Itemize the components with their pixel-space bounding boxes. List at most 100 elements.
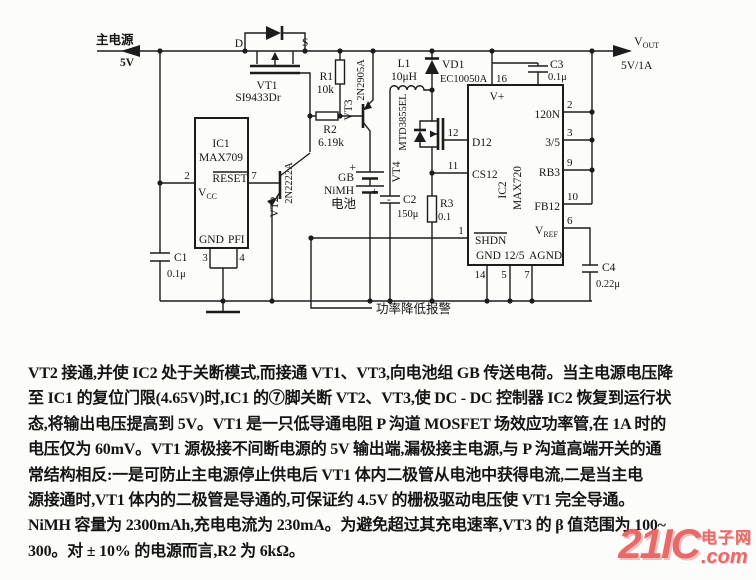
description-line: 电压仅为 60mV。VT1 源极接不间断电源的 5V 输出端,漏极接主电源,与 …: [28, 441, 662, 459]
capacitor-c3: [528, 65, 548, 73]
watermark-brand: 21IC: [618, 520, 701, 567]
input-arrow: [121, 45, 140, 57]
ic2-pin11: 11: [448, 160, 459, 172]
c2-value: 150μ: [397, 209, 419, 220]
ic1-pin-pfi: 4: [239, 252, 245, 264]
ic1-pin-gnd: 3: [202, 252, 208, 264]
ic2-sel-label: 12/5: [504, 250, 525, 262]
watermark-site: 电子网: [700, 530, 752, 547]
ic2-pin1: 1: [458, 225, 464, 237]
capacitor-c4: [582, 264, 598, 273]
ic2-120n-label: 120N: [534, 109, 560, 121]
battery-ref: GB: [338, 172, 354, 184]
ic1-part: MAX709: [199, 152, 243, 164]
c1-value: 0.1μ: [167, 269, 186, 280]
vt2-emitter-arrow: [267, 198, 275, 206]
ic1-pfi-label: PFI: [228, 234, 245, 246]
watermark-logo: 21IC 电子网 .com: [618, 520, 752, 568]
resistor-r2: [315, 111, 339, 121]
ic2-d12-label: D12: [472, 137, 492, 149]
ic1-vcc-label: VCC: [198, 187, 217, 201]
ic2-pin12: 12: [448, 127, 459, 139]
ic2-gnd-label: GND: [476, 250, 501, 262]
c4-ref: C4: [602, 262, 616, 274]
circuit-schematic: 主电源 5V VOUT 5V/1A D S VT1 SI9433Dr R1 10…: [96, 26, 659, 316]
ic1-pin7: 7: [251, 170, 257, 182]
description-line: 态,将输出电压提高到 5V。VT1 是一只低导通电阻 P 沟道 MOSFET 场…: [28, 415, 667, 433]
vt3-part: 2N2905A: [356, 59, 367, 101]
l1-ref: L1: [398, 58, 411, 70]
description-line: 常结构相反:一是可防止主电源停止供电后 VT1 体内二极管从电池中获得电流,二是…: [28, 466, 643, 484]
vt3-ref: VT3: [343, 99, 355, 120]
vd1-ref: VD1: [442, 59, 465, 71]
description-line: NiMH 容量为 2300mAh,充电电流为 230mA。为避免超过其充电速率,…: [28, 517, 666, 535]
ic2-agnd-label: AGND: [529, 250, 562, 262]
ic1-ref: IC1: [212, 138, 230, 150]
c3-ref: C3: [550, 59, 564, 71]
resistor-r1: [334, 59, 346, 85]
ic1-box: [194, 117, 249, 249]
c2-ref: C2: [403, 194, 417, 206]
ic2-rb3-label: RB3: [539, 167, 560, 179]
junction-dots: [157, 48, 595, 304]
ic2-pin7: 7: [524, 269, 530, 281]
ic2-vref-label: VREF: [535, 225, 559, 239]
ic2-35-label: 3/5: [545, 137, 560, 149]
description-line: 源接通时,VT1 体内的二极管是导通的,可保证约 4.5V 的栅极驱动电压使 V…: [28, 492, 635, 510]
ic2-box: [467, 84, 564, 266]
ic2-pin10: 10: [567, 191, 579, 203]
description-line: 至 IC1 的复位门限(4.65V)时,IC1 的⑦脚关断 VT2、VT3,使 …: [28, 390, 672, 408]
battery-label: 电池: [331, 197, 357, 211]
ic2-shdn-label: SHDN: [475, 235, 507, 247]
vt4-body-diode: [414, 131, 426, 142]
c4-value: 0.22μ: [596, 279, 620, 290]
r3-value: 0.1: [438, 212, 451, 223]
r2-value: 6.19k: [318, 137, 344, 149]
battery-minus: -: [387, 194, 391, 206]
diode-vd1: [425, 60, 439, 74]
input-voltage: 5V: [120, 57, 135, 69]
c2-plus: +: [372, 186, 379, 198]
c3-value: 0.1μ: [548, 72, 567, 83]
vout-rating: 5V/1A: [621, 60, 653, 72]
description-line: 300。对 ± 10% 的电源而言,R2 为 6kΩ。: [28, 542, 305, 560]
r1-ref: R1: [320, 71, 334, 83]
vt4-ref: VT4: [391, 161, 403, 182]
r3-ref: R3: [440, 198, 454, 210]
wires: [97, 26, 632, 314]
vt2-ref: VT2: [269, 196, 281, 217]
ic2-vplus-label: V+: [490, 91, 505, 103]
c1-ref: C1: [174, 252, 188, 264]
ic2-pin14: 14: [475, 269, 487, 281]
vt1-part: SI9433Dr: [235, 92, 281, 104]
vout-label: VOUT: [634, 34, 659, 50]
ic2-pin6: 6: [567, 215, 573, 227]
input-label: 主电源: [96, 32, 134, 47]
ic2-pin16: 16: [496, 73, 508, 85]
ic2-cs12-label: CS12: [472, 169, 498, 181]
ic1-pin2: 2: [184, 170, 190, 182]
ic2-pin3: 3: [567, 127, 573, 139]
capacitor-c1: [150, 252, 170, 262]
vt1-source-label: S: [302, 37, 308, 49]
vd1-part: EC10050A: [440, 74, 488, 85]
capacitor-c2: [380, 195, 400, 204]
vt2-part: 2N2222A: [284, 162, 295, 204]
l1-value: 10μH: [391, 71, 417, 83]
ic2-pin9: 9: [567, 157, 573, 169]
ic2-fb12-label: FB12: [534, 201, 560, 213]
r2-ref: R2: [323, 124, 337, 136]
ic2-pin2: 2: [567, 99, 573, 111]
inductor-l1: [389, 85, 432, 91]
ic2-part: MAX720: [512, 166, 524, 210]
ic1-reset-label: RESET: [212, 173, 247, 185]
battery-chem: NiMH: [324, 185, 354, 197]
alarm-label: 功率降低报警: [376, 301, 451, 316]
vt1-body-diode: [266, 26, 281, 40]
r1-value: 10k: [317, 84, 335, 96]
vt4-part: MTD3855EL: [398, 93, 409, 150]
description-line: VT2 接通,并使 IC2 处于关断模式,而接通 VT1、VT3,向电池组 GB…: [28, 365, 673, 382]
vt3-emitter-arrow: [364, 101, 372, 110]
output-arrow: [613, 45, 632, 57]
watermark-domain: .com: [700, 546, 748, 568]
